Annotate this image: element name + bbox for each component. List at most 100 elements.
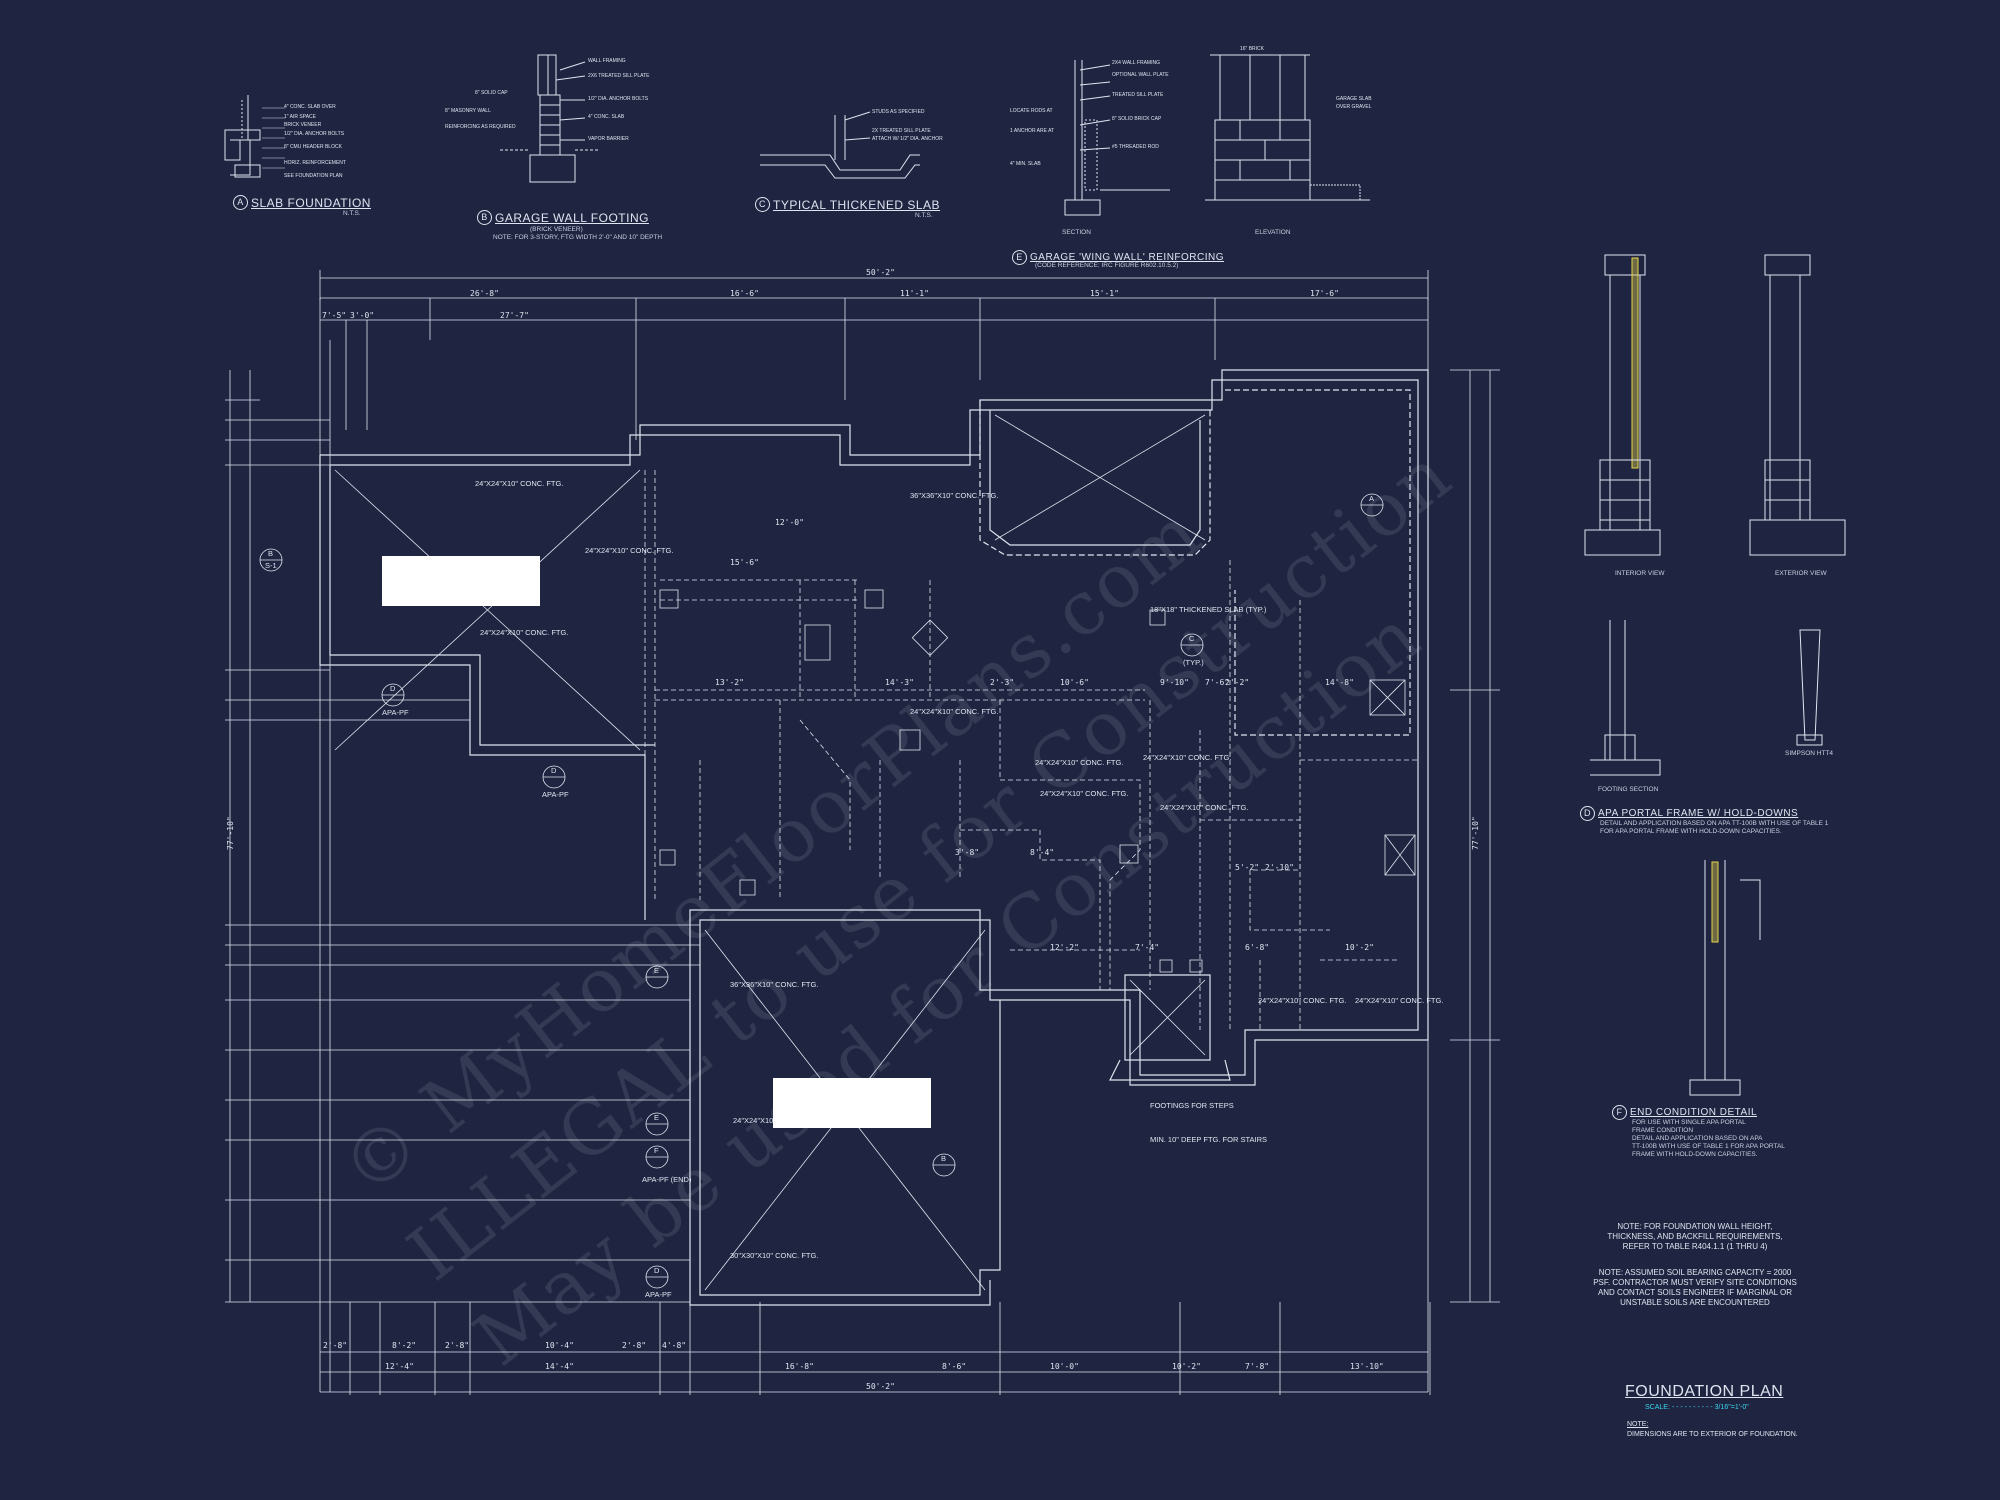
- bottom-dim-7: 8'-6": [942, 1362, 966, 1371]
- soil-note-line-1: NOTE: ASSUMED SOIL BEARING CAPACITY = 20…: [1598, 1268, 1792, 1277]
- footing-label-5: 24"x24"x10" CONC. FTG.: [910, 707, 998, 716]
- detail-e-title: GARAGE 'WING WALL' REINFORCING: [1030, 252, 1225, 263]
- soil-note-line-3: AND CONTACT SOILS ENGINEER IF MARGINAL O…: [1597, 1288, 1793, 1297]
- svg-text:OPTIONAL WALL PLATE: OPTIONAL WALL PLATE: [1112, 72, 1169, 78]
- detail-d-interior: INTERIOR VIEW: [1615, 570, 1665, 577]
- svg-text:4" CONC. SLAB OVER: 4" CONC. SLAB OVER: [284, 104, 336, 110]
- footing-label-1: 24"x24"x10" CONC. FTG.: [475, 479, 563, 488]
- svg-text:BRICK VENEER: BRICK VENEER: [284, 122, 322, 128]
- footing-label-6: 24"x24"x10" CONC. FTG.: [1035, 758, 1123, 767]
- detail-e-circle: E: [1012, 250, 1027, 265]
- detail-d-simpson: SIMPSON HTT4: [1785, 750, 1834, 757]
- tag-b-2: B: [941, 1154, 946, 1163]
- bottom-dim-11: 13'-10": [1350, 1362, 1384, 1371]
- detail-a-title: SLAB FOUNDATION: [251, 195, 371, 210]
- overall-top-dim: 50'-2": [866, 268, 895, 277]
- detail-c-circle: C: [755, 197, 770, 213]
- inner-dim-14: 6'-8": [1245, 943, 1269, 952]
- svg-text:#5 THREADED ROD: #5 THREADED ROD: [1112, 144, 1159, 150]
- plan-note-text: DIMENSIONS ARE TO EXTERIOR OF FOUNDATION…: [1627, 1431, 1798, 1438]
- foundation-wall-note: NOTE: FOR FOUNDATION WALL HEIGHT, THICKN…: [1595, 1222, 1795, 1252]
- svg-text:1 ANCHOR ARE AT: 1 ANCHOR ARE AT: [1010, 128, 1054, 134]
- detail-b-sub2: NOTE: FOR 3-STORY, FTG WIDTH 2'-0" AND 1…: [493, 234, 663, 241]
- inner-dim-1: 12'-0": [775, 518, 804, 527]
- bottom-dim-1: 2'-8": [323, 1341, 347, 1350]
- stairs-footing-label: FOOTINGS FOR STEPS: [1150, 1101, 1234, 1110]
- inner-dim-6: 10'-6": [1060, 678, 1089, 687]
- svg-text:2x TREATED SILL PLATE: 2x TREATED SILL PLATE: [872, 128, 931, 134]
- detail-e-elevation: ELEVATION: [1255, 229, 1291, 236]
- svg-text:VAPOR BARRIER: VAPOR BARRIER: [588, 136, 629, 142]
- svg-text:LOCATE RODS AT: LOCATE RODS AT: [1010, 108, 1053, 114]
- foundation-wall-note-line-1: NOTE: FOR FOUNDATION WALL HEIGHT,: [1617, 1222, 1773, 1231]
- tag-d-2: D: [551, 766, 557, 775]
- inner-dim-7: 9'-10": [1160, 678, 1189, 687]
- svg-text:TREATED SILL PLATE: TREATED SILL PLATE: [1112, 92, 1164, 98]
- detail-e-drawing: [1064, 54, 1370, 216]
- plan-note: NOTE: DIMENSIONS ARE TO EXTERIOR OF FOUN…: [1627, 1420, 1798, 1440]
- svg-text:8" SOLID BRICK CAP: 8" SOLID BRICK CAP: [1112, 116, 1162, 122]
- footing-label-12: 24"x24"x10" CONC. FTG.: [1258, 996, 1346, 1005]
- tag-d-1: D: [390, 684, 396, 693]
- top-sub-dim-2: 3'-0": [350, 311, 374, 320]
- inner-dim-2: 15'-6": [730, 558, 759, 567]
- svg-text:WALL FRAMING: WALL FRAMING: [588, 58, 626, 64]
- plan-scale: SCALE: - - - - - - - - - - 3/16"=1'-0": [1645, 1404, 1749, 1411]
- garage-note-box-2: [773, 1078, 931, 1128]
- footing-label-3: 36"x36"x10" CONC. FTG.: [910, 491, 998, 500]
- svg-text:STUDS AS SPECIFIED: STUDS AS SPECIFIED: [872, 109, 925, 115]
- inner-dim-8: 7'-6": [1205, 678, 1229, 687]
- inner-dim-13: 7'-4": [1135, 943, 1159, 952]
- svg-text:1/2" DIA. ANCHOR BOLTS: 1/2" DIA. ANCHOR BOLTS: [588, 96, 649, 102]
- apa-pf-label-3: APA-PF (END): [642, 1175, 692, 1184]
- garage-note-box-1: [382, 556, 540, 606]
- tag-e-1: E: [654, 966, 659, 975]
- soil-note-line-4: UNSTABLE SOILS ARE ENCOUNTERED: [1620, 1298, 1770, 1307]
- footing-label-7: 24"x24"x10" CONC. FTG.: [1040, 789, 1128, 798]
- open-area-diagonals: [334, 414, 1416, 1291]
- footing-label-11: 30"x30"x10" CONC. FTG.: [730, 1251, 818, 1260]
- detail-f-title: END CONDITION DETAIL: [1630, 1107, 1758, 1118]
- detail-c-drawing: [760, 111, 920, 179]
- plan-scale-value: 3/16"=1'-0": [1714, 1404, 1749, 1411]
- tag-c-1: C: [1189, 634, 1195, 643]
- top-dim-5: 17'-6": [1310, 289, 1339, 298]
- detail-f-sub2: FRAME CONDITION: [1632, 1127, 1694, 1134]
- footing-pads: [659, 589, 1203, 973]
- footing-label-8: 24"x24"x10" CONC. FTG.: [1143, 753, 1231, 762]
- bottom-dim-5: 2'-8": [622, 1341, 646, 1350]
- top-dim-4: 15'-1": [1090, 289, 1119, 298]
- stairs-min-depth-label: MIN. 10" DEEP FTG. FOR STAIRS: [1150, 1135, 1267, 1144]
- detail-tags: [259, 493, 1384, 1289]
- foundation-outline: [319, 369, 1429, 1306]
- bottom-sub-dim-3: 16'-8": [785, 1362, 814, 1371]
- inner-dim-12: 12'-2": [1050, 943, 1079, 952]
- detail-b-drawing: [500, 54, 600, 183]
- footing-label-13: 24"x24"x10" CONC. FTG.: [1160, 803, 1248, 812]
- svg-text:1" AIR SPACE: 1" AIR SPACE: [284, 114, 317, 120]
- svg-text:1/2" DIA. ANCHOR BOLTS: 1/2" DIA. ANCHOR BOLTS: [284, 131, 345, 137]
- top-dim-2: 16'-6": [730, 289, 759, 298]
- svg-text:8" SOLID CAP: 8" SOLID CAP: [475, 90, 508, 96]
- overall-bottom-dim: 50'-2": [866, 1382, 895, 1391]
- svg-text:SEE FOUNDATION PLAN: SEE FOUNDATION PLAN: [284, 173, 343, 179]
- interior-footing-lines: [644, 470, 1420, 1030]
- detail-d-sub2: FOR APA PORTAL FRAME WITH HOLD-DOWN CAPA…: [1600, 828, 1782, 835]
- inner-dim-16: 3'-8": [955, 848, 979, 857]
- right-dim: 77'-10": [1471, 816, 1480, 850]
- apa-pf-label-2: APA-PF: [542, 790, 569, 799]
- left-dim: 77'-10": [226, 816, 235, 850]
- top-dim-3: 11'-1": [900, 289, 929, 298]
- detail-f-drawing: [1689, 860, 1761, 1096]
- detail-d-exterior: EXTERIOR VIEW: [1775, 570, 1827, 577]
- svg-text:4" MIN. SLAB: 4" MIN. SLAB: [1010, 161, 1041, 167]
- footing-label-2: 24"x24"x10" CONC. FTG.: [480, 628, 568, 637]
- foundation-wall-note-line-3: REFER TO TABLE R404.1.1 (1 THRU 4): [1622, 1242, 1768, 1251]
- typ-label: (TYP.): [1183, 658, 1204, 667]
- bottom-dim-6: 4'-8": [662, 1341, 686, 1350]
- inner-dim-9: 2'-2": [1225, 678, 1249, 687]
- soil-note-line-2: PSF. CONTRACTOR MUST VERIFY SITE CONDITI…: [1593, 1278, 1797, 1287]
- detail-f-sub1: FOR USE WITH SINGLE APA PORTAL: [1632, 1119, 1746, 1126]
